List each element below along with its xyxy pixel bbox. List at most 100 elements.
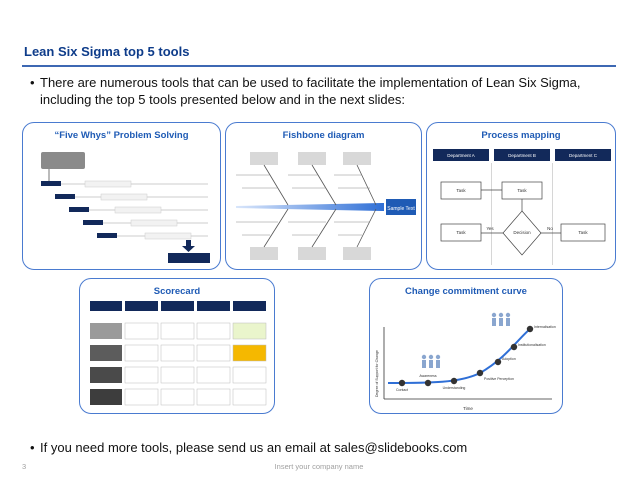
stage-marker [398,379,406,387]
stage-label: Contact [396,388,408,392]
down-arrow-shaft [186,240,191,246]
why-label [41,181,61,186]
footer-text: Insert your company name [274,462,364,471]
fishbone-card: Fishbone diagram Samp [225,122,422,270]
bone [356,208,377,248]
score-cell [160,388,195,406]
process-map-diagram: Department A Department B Department C T… [433,149,611,265]
swimlane-header [555,149,611,161]
stage-label: Institutionalisation [518,343,546,347]
process-mapping-title: Process mapping [481,130,561,141]
stage-label: Understanding [443,386,466,390]
row-label-cell [90,323,122,339]
cause-category-box [343,247,371,260]
stage-marker [510,343,518,351]
stage-label: Internalisation [534,325,556,329]
score-cell [124,322,159,340]
score-cell [124,344,159,362]
decision-label: Decision [513,230,531,235]
department-label: Department B [508,153,536,158]
no-label: No [547,226,553,231]
why-label [83,220,103,225]
score-cell [160,344,195,362]
five-whys-diagram [41,152,210,263]
answer-box [100,193,148,201]
cause-category-box [250,247,278,260]
swimlane-header [433,149,489,161]
score-cell [196,366,231,384]
task-label: Task [578,230,588,235]
root-cause-box [168,253,210,263]
title-rule [22,65,616,67]
task-label: Task [517,188,527,193]
task-label: Task [456,188,466,193]
contact-bullet: • If you need more tools, please send us… [30,439,615,456]
page-number: 3 [22,462,27,471]
stage-label: Awareness [419,374,437,378]
why-label [69,207,89,212]
answer-box [144,232,192,240]
score-cell [196,388,231,406]
problem-box [41,152,85,169]
stage-marker [476,369,484,377]
stage-label: Adoption [502,357,516,361]
answer-box [130,219,178,227]
score-cell-highlight-green [232,322,267,340]
score-cell [196,344,231,362]
people-group-icon [421,354,441,368]
bone [263,164,289,206]
fishbone-diagram: Sample Text [236,152,416,260]
row-label-cell [90,367,122,383]
cause-category-box [298,247,326,260]
bone [311,208,337,248]
score-cell [124,388,159,406]
fishbone-spine [236,203,384,211]
bullet-dot: • [30,75,35,90]
scorecard-title: Scorecard [153,286,201,297]
bullet-dot: • [30,440,35,455]
score-cell-highlight-yellow [232,344,267,362]
down-arrow-head [182,246,195,252]
contact-bullet-text: If you need more tools, please send us a… [40,440,468,455]
scorecard-header-row [90,301,266,311]
score-cell [232,366,267,384]
swimlane-header [494,149,550,161]
stage-marker [494,358,502,366]
department-label: Department C [569,153,598,158]
yes-label: Yes [486,226,494,231]
why-label [55,194,75,199]
scorecard-row [90,366,267,384]
task-box [440,181,482,200]
score-cell [196,322,231,340]
scorecard-table [90,301,267,406]
change-curve-diagram: Degree of Support for Change Time Contac… [375,312,556,411]
people-group-icon [491,312,511,326]
why-label [97,233,117,238]
score-cell [232,388,267,406]
row-label-cell [90,345,122,361]
score-cell [160,366,195,384]
fish-head-label: Sample Text [387,206,415,212]
header-cell [197,301,230,311]
five-whys-title: “Five Whys” Problem Solving [54,130,189,141]
stage-marker [526,325,534,333]
bone [263,208,289,248]
x-axis-label: Time [463,406,473,411]
stage-label: Positive Perception [484,377,514,381]
bone [356,164,377,206]
commitment-curve [387,328,531,384]
cause-category-box [250,152,278,165]
cause-category-box [298,152,326,165]
fish-head-box [386,199,416,215]
task-box [560,223,606,242]
task-label: Task [456,230,466,235]
intro-bullet: • There are numerous tools that can be u… [30,74,615,108]
process-mapping-card: Process mapping Department A Department … [426,122,616,270]
stage-marker [450,377,458,385]
change-curve-title: Change commitment curve [405,286,527,297]
slide-title: Lean Six Sigma top 5 tools [24,44,190,59]
answer-box [114,206,162,214]
score-cell [124,366,159,384]
answer-box [84,180,132,188]
intro-bullet-text: There are numerous tools that can be use… [40,75,581,107]
